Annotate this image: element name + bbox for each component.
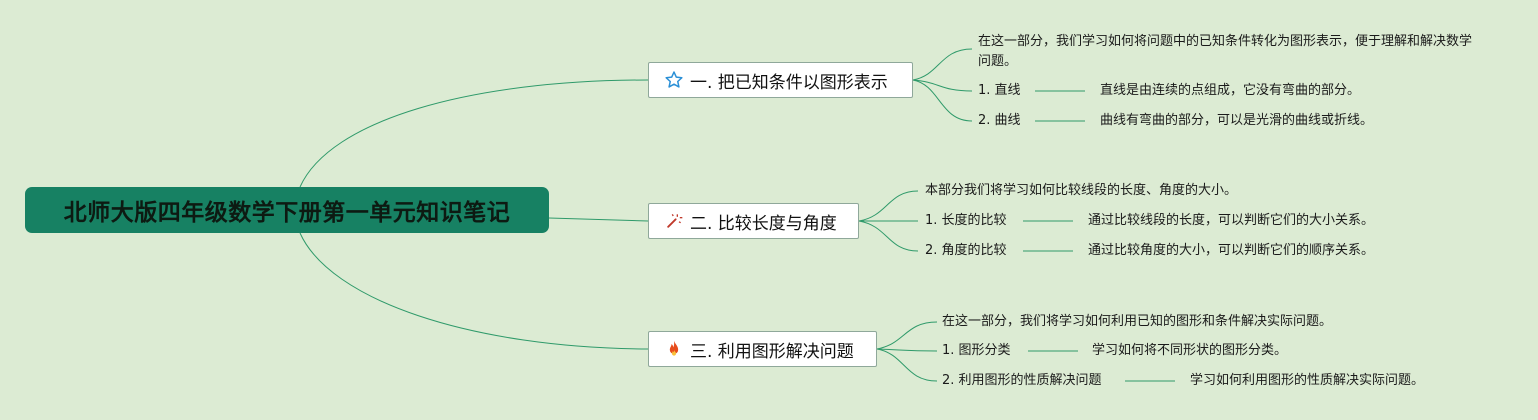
star-icon: [663, 69, 685, 91]
root-title: 北师大版四年级数学下册第一单元知识笔记: [63, 200, 511, 226]
branch-1-item-1-term: 1. 直线: [978, 83, 1021, 98]
magic-wand-icon: [663, 210, 685, 232]
branch-label-2: 二. 比较长度与角度: [690, 213, 837, 234]
branch-label-1: 一. 把已知条件以图形表示: [690, 72, 888, 93]
branch-3-item-1-term: 1. 图形分类: [942, 343, 1011, 358]
branch-2-item-2-desc: 通过比较角度的大小，可以判断它们的顺序关系。: [1088, 243, 1375, 258]
branch-label-3: 三. 利用图形解决问题: [690, 341, 854, 362]
connector-root-branch-3: [299, 232, 649, 350]
branch-topic-2[interactable]: 二. 比较长度与角度: [648, 203, 859, 239]
branch-1-item-1-desc: 直线是由连续的点组成，它没有弯曲的部分。: [1100, 83, 1361, 98]
branch-topic-3[interactable]: 三. 利用图形解决问题: [648, 331, 877, 367]
branch-2-intro: 本部分我们将学习如何比较线段的长度、角度的大小。: [925, 183, 1238, 198]
branch-3-item-1-desc: 学习如何将不同形状的图形分类。: [1092, 343, 1288, 358]
branch-1-intro: 在这一部分，我们学习如何将问题中的已知条件转化为图形表示，便于理解和解决数学问题…: [978, 34, 1473, 69]
branch-2-item-2-term: 2. 角度的比较: [925, 243, 1007, 258]
connector-root-branch-1: [299, 79, 649, 188]
branch-1-item-2-term: 2. 曲线: [978, 113, 1021, 128]
connector-root-branch-2: [548, 217, 649, 222]
root-topic[interactable]: 北师大版四年级数学下册第一单元知识笔记: [25, 187, 549, 233]
branch-2-item-1-desc: 通过比较线段的长度，可以判断它们的大小关系。: [1088, 213, 1375, 228]
fire-icon: [663, 338, 685, 360]
branch-3-intro: 在这一部分，我们将学习如何利用已知的图形和条件解决实际问题。: [942, 314, 1333, 329]
branch-2-item-1-term: 1. 长度的比较: [925, 213, 1007, 228]
branch-topic-1[interactable]: 一. 把已知条件以图形表示: [648, 62, 913, 98]
branch-3-item-2-term: 2. 利用图形的性质解决问题: [942, 373, 1102, 388]
branch-3-item-2-desc: 学习如何利用图形的性质解决实际问题。: [1190, 373, 1425, 388]
branch-1-item-2-desc: 曲线有弯曲的部分，可以是光滑的曲线或折线。: [1100, 113, 1374, 128]
